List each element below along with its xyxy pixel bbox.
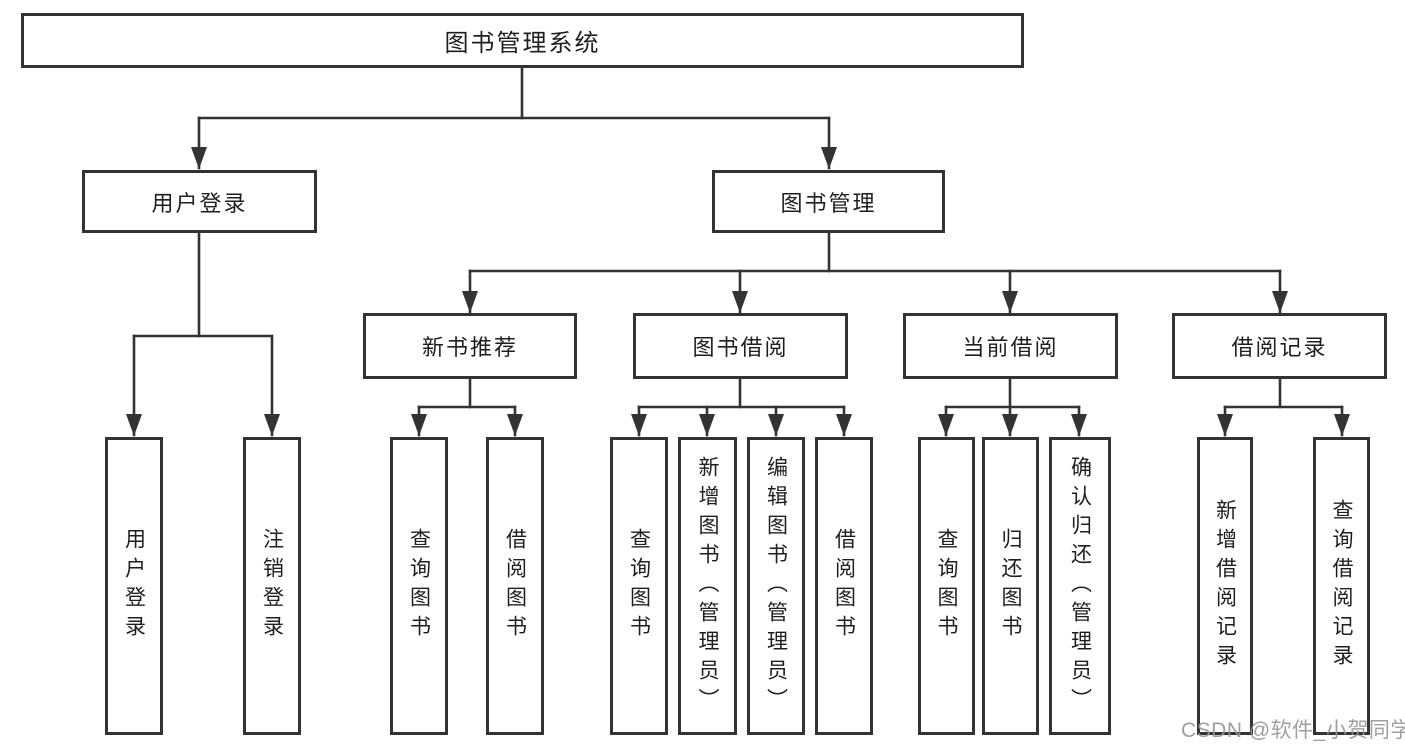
- node-root: 图书管理系统: [21, 13, 1024, 68]
- connector-userlogin-to-leaves: [126, 231, 280, 437]
- leaf-query-books-newrec-label: 查询图书: [407, 528, 431, 644]
- csdn-watermark: CSDN @软件_小贺同学: [1181, 719, 1405, 742]
- node-book-borrowing: 图书借阅: [633, 313, 848, 379]
- leaf-return-book: 归还图书: [982, 437, 1039, 735]
- leaf-query-books-newrec: 查询图书: [390, 437, 448, 735]
- node-book-management-label: 图书管理: [780, 190, 877, 216]
- node-new-book-recommendation-label: 新书推荐: [421, 335, 518, 360]
- leaf-add-book-admin-label: 新增图书（管理员）: [696, 455, 719, 717]
- leaf-query-books-borrow-label: 查询图书: [627, 528, 651, 644]
- leaf-query-borrow-record: 查询借阅记录: [1313, 437, 1370, 735]
- leaf-borrow-books-borrow-label: 借阅图书: [832, 528, 856, 644]
- connector-newrec-to-leaves: [411, 377, 523, 437]
- leaf-confirm-return-admin-label: 确认归还（管理员）: [1068, 455, 1092, 717]
- connector-borrow-to-leaves: [631, 377, 852, 437]
- leaf-add-borrow-record: 新增借阅记录: [1197, 437, 1253, 735]
- node-current-borrowing: 当前借阅: [903, 313, 1118, 379]
- leaf-add-book-admin: 新增图书（管理员）: [678, 437, 737, 735]
- node-book-borrowing-label: 图书借阅: [692, 335, 789, 360]
- node-user-login: 用户登录: [82, 170, 317, 233]
- node-current-borrowing-label: 当前借阅: [962, 335, 1059, 360]
- leaf-borrow-books-borrow: 借阅图书: [815, 437, 873, 735]
- leaf-borrow-books-newrec: 借阅图书: [486, 437, 544, 735]
- leaf-user-login: 用户登录: [105, 437, 163, 735]
- node-borrowing-records: 借阅记录: [1172, 313, 1387, 379]
- leaf-edit-book-admin-label: 编辑图书（管理员）: [764, 455, 788, 717]
- leaf-user-login-label: 用户登录: [122, 528, 146, 644]
- node-book-management: 图书管理: [712, 170, 945, 233]
- node-borrowing-records-label: 借阅记录: [1231, 335, 1328, 360]
- node-new-book-recommendation: 新书推荐: [363, 313, 577, 379]
- node-root-label: 图书管理系统: [444, 30, 601, 57]
- connector-current-to-leaves: [938, 377, 1087, 437]
- node-user-login-label: 用户登录: [151, 190, 248, 216]
- leaf-query-books-current-label: 查询图书: [935, 528, 958, 644]
- connector-bookmgmt-to-level3: [462, 231, 1288, 314]
- connector-root-to-level2: [191, 66, 837, 170]
- leaf-add-borrow-record-label: 新增借阅记录: [1213, 499, 1237, 673]
- leaf-logout: 注销登录: [243, 437, 301, 735]
- leaf-query-books-borrow: 查询图书: [610, 437, 668, 735]
- leaf-query-borrow-record-label: 查询借阅记录: [1330, 499, 1353, 673]
- leaf-borrow-books-newrec-label: 借阅图书: [503, 528, 527, 644]
- connector-records-to-leaves: [1217, 377, 1350, 437]
- leaf-confirm-return-admin: 确认归还（管理员）: [1049, 437, 1111, 735]
- leaf-query-books-current: 查询图书: [918, 437, 975, 735]
- leaf-logout-label: 注销登录: [260, 528, 284, 644]
- leaf-return-book-label: 归还图书: [999, 528, 1022, 644]
- leaf-edit-book-admin: 编辑图书（管理员）: [747, 437, 805, 735]
